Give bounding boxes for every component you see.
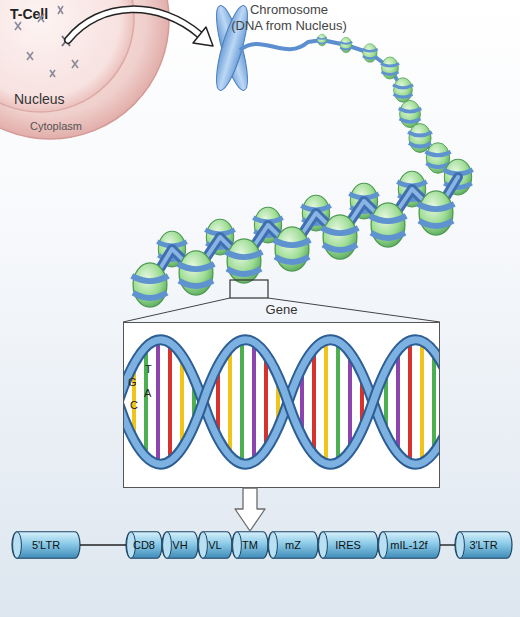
- base-pairs: [124, 323, 439, 487]
- small-chromosome: [50, 70, 55, 77]
- cylinder-body: [198, 532, 232, 559]
- link-line: [80, 544, 126, 545]
- cylinder-cap: [379, 532, 388, 559]
- nucleosome: [226, 239, 262, 283]
- cylinder-body: [378, 532, 440, 559]
- cylinder-cap: [319, 532, 328, 559]
- nucleosome: [393, 78, 413, 102]
- small-chromosome: [58, 6, 63, 14]
- curved-arrow: [68, 9, 200, 40]
- nucleus-label: Nucleus: [14, 91, 65, 107]
- small-chromosome: [72, 60, 78, 68]
- segment-label: VH: [172, 539, 187, 552]
- vector-segment: CD8: [126, 531, 162, 559]
- segment-label: CD8: [133, 539, 155, 552]
- cylinder-body: [455, 532, 512, 559]
- nucleosome: [274, 227, 310, 271]
- dna-strand: [124, 340, 439, 465]
- segment-label: IRES: [335, 539, 361, 552]
- nucleosome: [362, 44, 377, 63]
- cylinder-cap: [163, 532, 172, 559]
- cylinder-cap: [233, 532, 242, 559]
- small-chromosome: [15, 22, 21, 30]
- nucleosome: [322, 215, 358, 259]
- nucleosome: [418, 191, 454, 235]
- nucleosome: [132, 263, 168, 307]
- cell-title: T-Cell: [10, 6, 48, 22]
- dna-strand-highlight: [124, 340, 439, 465]
- vector-segment: VL: [198, 531, 232, 559]
- small-chromosome: [38, 14, 44, 22]
- vector-segment: 3'LTR: [455, 531, 512, 559]
- nuclear-envelope: [0, 0, 134, 112]
- region-label: Cytoplasm: [30, 120, 82, 133]
- vector-segment: TM: [232, 531, 268, 559]
- nucleosome: [381, 57, 399, 79]
- gene-panel: Gene: [123, 322, 440, 488]
- cylinder-cap: [13, 532, 22, 559]
- cylinder-body: [232, 532, 268, 559]
- curved-arrow-fill: [68, 9, 200, 40]
- cell-membrane: [0, 0, 169, 139]
- vector-segment: IRES: [318, 531, 378, 559]
- vector-segment: 5'LTR: [12, 531, 80, 559]
- chromatin-fiber: [240, 40, 458, 177]
- zoom-line: [123, 298, 230, 322]
- segment-label: VL: [208, 539, 221, 552]
- cylinder-body: [162, 532, 198, 559]
- chromosome-arm: [210, 3, 253, 93]
- vector-segment: mZ: [268, 531, 318, 559]
- cylinder-body: [126, 532, 162, 559]
- chromosome-arm: [210, 3, 253, 93]
- segment-label: mIL-12f: [390, 539, 427, 552]
- zoom-square: [230, 280, 268, 298]
- cylinder-cap: [456, 532, 465, 559]
- cylinder-body: [268, 532, 318, 559]
- gene-label: Gene: [124, 303, 439, 318]
- nucleosome: [370, 203, 406, 247]
- segment-label: TM: [242, 539, 258, 552]
- small-chromosome: [27, 52, 33, 60]
- double-helix: [124, 323, 439, 487]
- block-arrow: [235, 488, 265, 531]
- cylinder-body: [318, 532, 378, 559]
- dna-strand-highlight: [124, 340, 439, 465]
- segment-label: mZ: [285, 539, 301, 552]
- vector-segment: VH: [162, 531, 198, 559]
- cylinder-cap: [269, 532, 278, 559]
- segment-label: 5'LTR: [32, 539, 60, 552]
- small-chromosome: [62, 36, 70, 46]
- cell-body: T-CellCytoplasm Nucleus: [0, 0, 170, 140]
- nucleosome: [178, 251, 214, 295]
- link-line: [440, 544, 455, 545]
- nucleosome: [340, 37, 353, 52]
- cylinder-cap: [199, 532, 208, 559]
- vector-segment: mIL-12f: [378, 531, 440, 559]
- segment-label: 3'LTR: [469, 539, 497, 552]
- nucleosome: [408, 124, 432, 153]
- cylinder-body: [12, 532, 80, 559]
- dna-strand: [124, 340, 439, 465]
- curved-arrow-head: [193, 27, 213, 46]
- nucleosome: [317, 34, 327, 46]
